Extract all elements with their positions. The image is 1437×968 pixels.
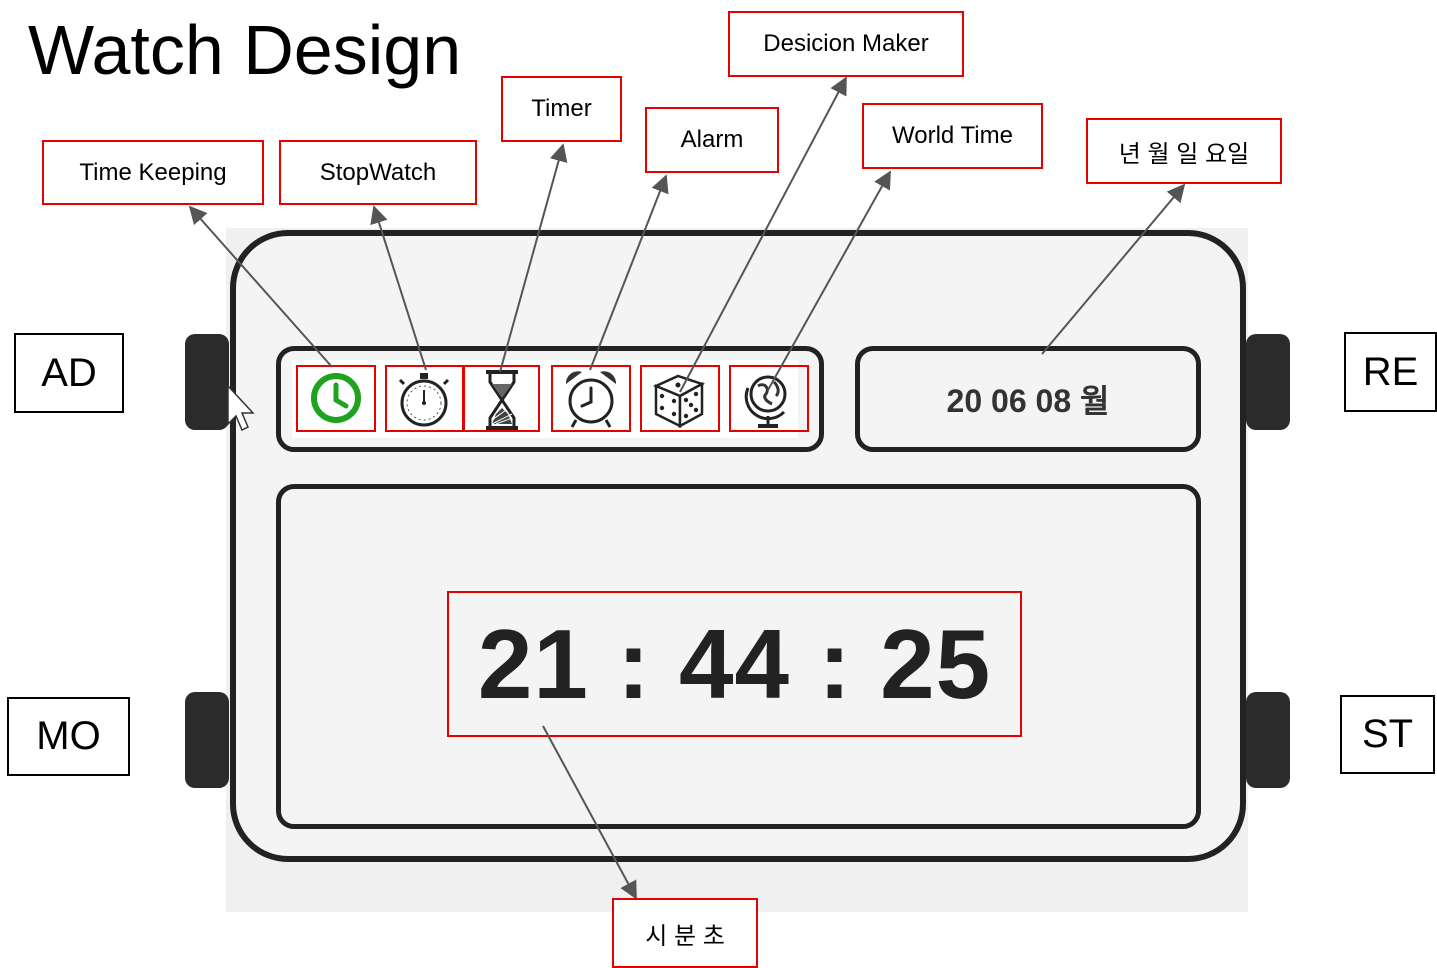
- time-keeping-label: Time Keeping: [42, 140, 264, 205]
- re-button-label: RE: [1344, 332, 1437, 412]
- mo-side-button[interactable]: [185, 692, 229, 788]
- dice-icon[interactable]: [648, 368, 710, 432]
- world-time-label: World Time: [862, 103, 1043, 169]
- hourglass-icon[interactable]: [478, 366, 526, 434]
- page-title: Watch Design: [28, 11, 462, 89]
- clock-icon[interactable]: [304, 370, 368, 426]
- globe-icon-highlight: [729, 365, 809, 432]
- time-keeping-arrow: [188, 205, 333, 368]
- clock-icon-highlight: [296, 365, 376, 432]
- decision-maker-label: Desicion Maker: [728, 11, 964, 77]
- alarm-clock-icon[interactable]: [560, 366, 622, 432]
- alarm-label: Alarm: [645, 107, 779, 173]
- time-display: 21 : 44 : 25: [477, 608, 992, 719]
- date-format-label: 년 월 일 요일: [1086, 118, 1282, 184]
- mouse-cursor-icon: [227, 384, 255, 432]
- stopwatch-arrow: [370, 205, 427, 371]
- time-format-label: 시 분 초: [612, 898, 758, 968]
- decision-maker-arrow: [679, 76, 847, 393]
- stopwatch-icon[interactable]: [388, 368, 460, 430]
- stopwatch-label: StopWatch: [279, 140, 477, 205]
- dice-icon-highlight: [640, 365, 720, 432]
- re-side-button[interactable]: [1246, 334, 1290, 430]
- world-time-arrow: [767, 170, 891, 391]
- st-side-button[interactable]: [1246, 692, 1290, 788]
- st-button-label: ST: [1340, 695, 1435, 774]
- watch-body: [230, 230, 1246, 862]
- mo-button-label: MO: [7, 697, 130, 776]
- date-format-arrow: [1041, 183, 1186, 355]
- ad-side-button[interactable]: [185, 334, 229, 430]
- alarm-arrow: [589, 174, 669, 371]
- time-display-frame: [276, 484, 1201, 829]
- timer-label: Timer: [501, 76, 622, 142]
- globe-icon[interactable]: [740, 368, 796, 432]
- time-format-arrow: [542, 725, 637, 900]
- ad-button-label: AD: [14, 333, 124, 413]
- time-display-highlight: [447, 591, 1022, 737]
- mode-icon-strip: [292, 360, 798, 438]
- timer-arrow: [499, 143, 568, 373]
- date-display: 20 06 08 월: [855, 346, 1201, 452]
